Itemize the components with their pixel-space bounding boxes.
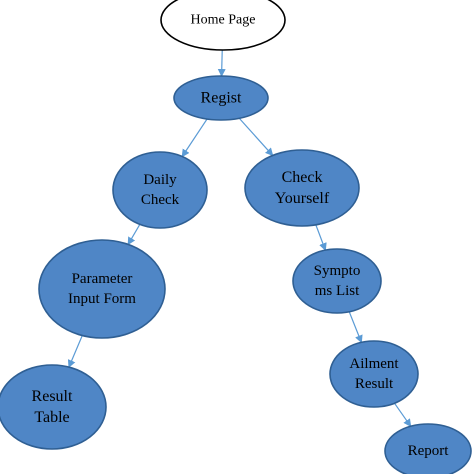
edges xyxy=(67,49,412,428)
edge-home-to-regist xyxy=(217,49,226,78)
node-regist: Regist xyxy=(173,75,269,121)
node-param-shape xyxy=(38,239,166,339)
node-daily-shape xyxy=(112,151,208,229)
edge-param-to-result xyxy=(67,335,83,369)
node-result-label-0: Result xyxy=(32,388,73,405)
node-daily-label-1: Check xyxy=(141,192,180,208)
node-regist-label-0: Regist xyxy=(201,90,242,107)
edge-regist-to-daily xyxy=(181,118,208,158)
node-ailment-shape xyxy=(329,340,419,408)
node-param-label-1: Input Form xyxy=(68,291,136,307)
node-symptoms-label-0: Sympto xyxy=(314,263,361,279)
node-daily-label-0: Daily xyxy=(143,172,177,188)
edge-symptoms-to-ailment xyxy=(348,311,363,344)
edge-ailment-to-report xyxy=(393,402,412,428)
edge-regist-to-check xyxy=(238,117,274,157)
edge-check-to-symptoms xyxy=(315,224,327,252)
node-result-label-1: Table xyxy=(34,409,69,426)
node-symptoms-shape xyxy=(292,248,382,314)
node-report-label-0: Report xyxy=(408,443,450,459)
node-param-label-0: Parameter xyxy=(72,271,133,287)
node-home-label-0: Home Page xyxy=(191,13,256,28)
edge-daily-to-param xyxy=(127,224,141,246)
node-result-shape xyxy=(0,364,107,450)
node-regist-shape xyxy=(173,75,269,121)
node-symptoms: Sympto ms List xyxy=(292,248,382,314)
node-symptoms-label-1: ms List xyxy=(315,283,360,299)
node-home: Home Page xyxy=(160,0,286,51)
node-ailment-label-0: Ailment xyxy=(349,356,399,372)
node-ailment-label-1: Result xyxy=(355,376,394,392)
node-check-label-1: Yourself xyxy=(275,190,330,207)
node-check-label-0: Check xyxy=(282,169,323,186)
node-home-shape xyxy=(160,0,286,51)
node-report-shape xyxy=(384,423,472,474)
node-check-shape xyxy=(244,149,360,227)
node-report: Report xyxy=(384,423,472,474)
